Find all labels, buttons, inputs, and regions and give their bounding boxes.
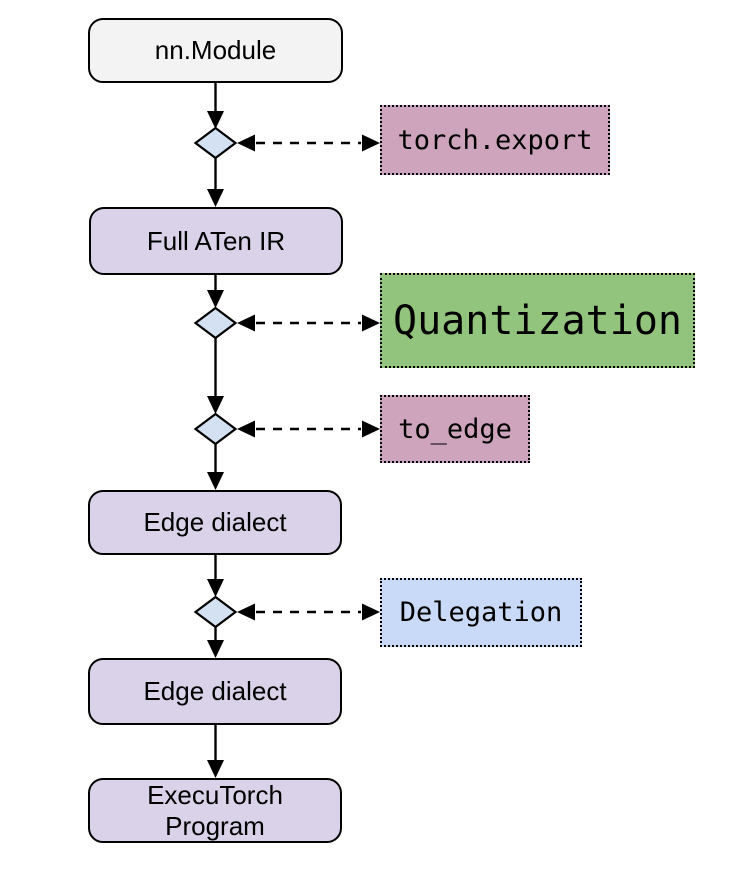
op-delegation-label: Delegation [399, 597, 563, 628]
node-full-aten-ir-label: Full ATen IR [146, 225, 286, 256]
node-edge-dialect-1: Edge dialect [88, 490, 342, 555]
node-executorch-program: ExecuTorch Program [88, 778, 342, 843]
arrow-diamond1-to-fullaten [207, 158, 224, 207]
arrow-diamond4-to-edgedialect2 [207, 627, 224, 658]
arrow-edgedialect1-to-diamond4 [207, 555, 224, 597]
double-arrow-to-edge [237, 420, 380, 438]
double-arrow-delegation [237, 603, 380, 621]
node-nn-module: nn.Module [88, 18, 343, 83]
arrow-diamond3-to-edgedialect1 [207, 444, 224, 490]
op-quantization-label: Quantization [393, 297, 682, 344]
arrow-nnmodule-to-diamond1 [207, 83, 224, 129]
node-edge-dialect-1-label: Edge dialect [143, 507, 287, 538]
op-torch-export: torch.export [380, 105, 610, 175]
op-to-edge-label: to_edge [398, 413, 512, 445]
decision-diamond-2 [193, 306, 238, 340]
op-to-edge: to_edge [380, 395, 530, 463]
node-nn-module-label: nn.Module [154, 35, 277, 66]
node-edge-dialect-2-label: Edge dialect [143, 676, 287, 707]
double-arrow-torch-export [237, 134, 380, 152]
arrow-diamond2-to-diamond3 [207, 338, 224, 414]
node-full-aten-ir: Full ATen IR [89, 207, 343, 275]
arrow-fullaten-to-diamond2 [207, 275, 224, 308]
op-delegation: Delegation [380, 578, 582, 647]
decision-diamond-4 [193, 595, 238, 629]
decision-diamond-3 [193, 412, 238, 446]
op-torch-export-label: torch.export [397, 124, 593, 156]
op-quantization: Quantization [380, 273, 695, 368]
node-executorch-program-label: ExecuTorch Program [147, 779, 283, 841]
arrow-edgedialect2-to-program [207, 725, 224, 778]
double-arrow-quantization [237, 314, 380, 332]
node-edge-dialect-2: Edge dialect [88, 658, 342, 725]
decision-diamond-1 [193, 126, 238, 160]
